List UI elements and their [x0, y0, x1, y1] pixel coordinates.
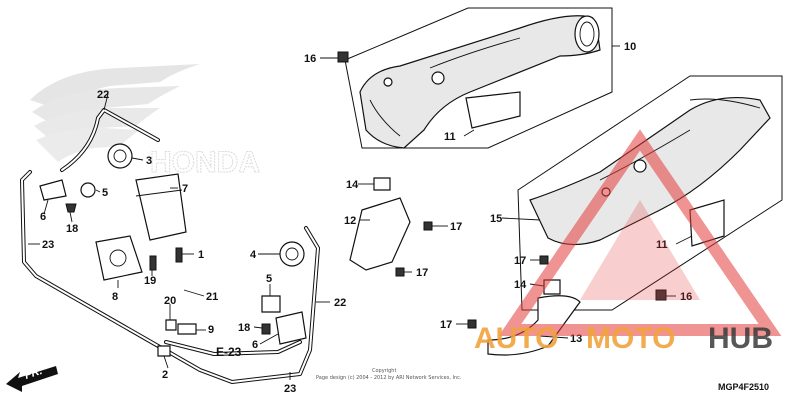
- clip-1: [175, 247, 183, 263]
- callout-22-right: 22: [334, 297, 346, 309]
- valve-4: [279, 241, 305, 267]
- callout-15: 15: [490, 213, 502, 225]
- callout-14-lower: 14: [514, 279, 527, 291]
- callout-11-lower: 11: [656, 239, 668, 251]
- leader-lines: [28, 45, 693, 380]
- screw-18-right: [261, 323, 271, 335]
- bolt-16-lower: [655, 289, 667, 301]
- callout-2: 2: [162, 369, 168, 381]
- callout-16-upper: 16: [304, 53, 316, 65]
- diagram-code: MGP4F2510: [718, 382, 769, 392]
- bolt-17-a: [423, 221, 433, 231]
- chamber-7: [135, 173, 187, 241]
- callout-20: 20: [164, 295, 176, 307]
- callout-6-right: 6: [252, 339, 258, 351]
- callout-12: 12: [344, 215, 356, 227]
- callout-23-left: 23: [42, 239, 54, 251]
- copyright-line1: Copyright: [372, 368, 396, 374]
- honda-wing-logo: HONDA: [30, 64, 261, 180]
- fitting-20: [165, 319, 177, 331]
- callout-16-lower: 16: [680, 291, 692, 303]
- solenoid-8: [95, 235, 143, 281]
- autamotohub-watermark: AUTO MOTO HUB: [474, 129, 782, 355]
- grommet-14-upper: [373, 177, 391, 191]
- callout-21: 21: [206, 291, 218, 303]
- callout-7: 7: [182, 183, 188, 195]
- vacuum-hoses: [20, 108, 320, 384]
- watermark-hub: HUB: [708, 322, 773, 355]
- joint-6-left: [39, 179, 67, 201]
- callout-5-left: 5: [102, 187, 108, 199]
- joint-6-right: [275, 311, 307, 345]
- bracket-12: [349, 197, 411, 271]
- callout-8: 8: [112, 291, 118, 303]
- callout-19: 19: [144, 275, 156, 287]
- front-direction-arrow: FR.: [6, 365, 58, 392]
- callout-labels: 10 16 11 15 11 16 22 3 5 7 6 18 23 8 19 …: [40, 41, 692, 395]
- callout-14-upper: 14: [346, 179, 359, 191]
- bolt-19: [149, 255, 157, 271]
- callout-23-bottom: 23: [284, 383, 296, 395]
- honda-logo-text: HONDA: [150, 146, 260, 179]
- screw-18-left: [65, 203, 77, 213]
- cap-5-left: [80, 182, 96, 198]
- direction-label: FR.: [23, 365, 44, 382]
- callout-9: 9: [208, 324, 214, 336]
- callout-4: 4: [250, 249, 257, 261]
- bolt-17-b: [395, 267, 405, 277]
- bolt-17-c: [539, 255, 549, 265]
- callout-17-d: 17: [440, 319, 452, 331]
- callout-10: 10: [624, 41, 636, 53]
- watermark-auto: AUTO: [474, 322, 558, 355]
- watermark-moto: MOTO: [586, 322, 675, 355]
- fitting-2: [157, 345, 171, 357]
- copyright-line2: Page design (c) 2004 - 2012 by ARI Netwo…: [316, 375, 462, 381]
- bolt-17-d: [467, 319, 477, 329]
- callout-22-upper: 22: [97, 89, 109, 101]
- copyright-note: Copyright Page design (c) 2004 - 2012 by…: [316, 368, 462, 381]
- fitting-9: [177, 323, 197, 335]
- callout-1: 1: [198, 249, 204, 261]
- bolt-16-upper: [337, 51, 349, 63]
- cap-5-right: [261, 295, 281, 313]
- callout-6-left: 6: [40, 211, 46, 223]
- callout-17-c: 17: [514, 255, 526, 267]
- callout-3: 3: [146, 155, 152, 167]
- callout-17-a: 17: [450, 221, 462, 233]
- watermark-triangle-icon: [498, 129, 782, 336]
- valve-3: [107, 143, 133, 169]
- callout-18-right: 18: [238, 322, 250, 334]
- callout-18-left: 18: [66, 223, 78, 235]
- callout-17-b: 17: [416, 267, 428, 279]
- callout-11-upper: 11: [444, 131, 456, 143]
- callout-5-right: 5: [266, 273, 272, 285]
- section-ref-e23: E-23: [216, 345, 242, 359]
- air-intake-duct-upper: [344, 7, 613, 149]
